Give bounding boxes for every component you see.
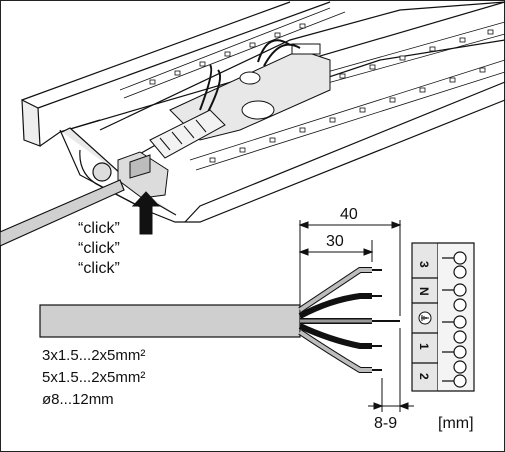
click-label-3: “click” <box>78 260 120 277</box>
internal-terminal-block <box>149 109 226 159</box>
led-strip-lower <box>189 21 505 171</box>
led-strip-upper <box>119 7 346 99</box>
terminal-label-l3: 3 <box>417 261 431 268</box>
dimension-unit: [mm] <box>438 415 474 432</box>
ground-icon <box>418 311 432 325</box>
stripped-cable <box>39 304 301 338</box>
led-chips <box>149 23 494 163</box>
cable-spec-diameter: ø8...12mm <box>42 391 114 408</box>
terminal-label-neutral: N <box>417 287 431 296</box>
incoming-cable <box>0 179 125 247</box>
cable-spec-3-core: 3x1.5...2x5mm² <box>42 347 145 364</box>
dimension-outer-strip: 40 <box>340 206 358 223</box>
dimension-core-strip: 8-9 <box>374 415 397 432</box>
click-label-2: “click” <box>78 240 120 257</box>
push-arrow-icon <box>131 191 161 235</box>
dimension-inner-strip: 30 <box>326 233 344 250</box>
cable-cores <box>298 267 400 373</box>
internal-wires <box>199 39 301 113</box>
cable-spec-5-core: 5x1.5...2x5mm² <box>42 369 145 386</box>
dimension-lines <box>298 220 414 412</box>
click-label-1: “click” <box>78 220 120 237</box>
terminal-label-l1: 1 <box>417 343 431 350</box>
terminal-clamps <box>442 251 467 388</box>
terminal-label-l2: 2 <box>417 373 431 380</box>
cable-entry-clamp <box>117 151 169 199</box>
